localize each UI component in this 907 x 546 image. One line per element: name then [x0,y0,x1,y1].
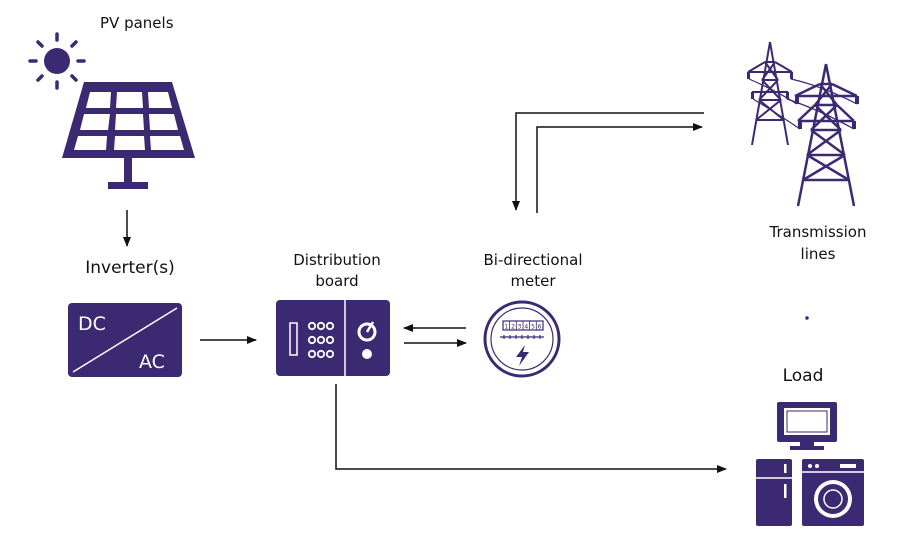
meter-digit: 5 [531,324,535,331]
washing-machine-icon [802,459,864,526]
dot-marker [805,316,809,320]
meter-digit: 1 [504,324,508,331]
sun-icon [28,32,86,90]
distribution-board-icon [276,300,390,376]
arrow-grid-to-meter [512,112,704,211]
meter-digit: 2 [511,324,515,331]
transmission-label-line1: Transmission [769,223,867,241]
arrow-board-to-load [335,384,727,473]
meter-label-line1: Bi-directional [483,251,583,269]
meter-digit: 3 [518,324,522,331]
meter-icon: 1 2 3 4 5 6 [483,300,561,378]
meter-label-line2: meter [510,272,556,290]
inverter-ac-text: AC [139,351,165,373]
inverter-dc-text: DC [78,313,106,335]
distribution-board-label-line2: board [315,272,359,290]
load-label: Load [782,366,824,386]
inverter-label: Inverter(s) [85,258,175,278]
meter-digit: 6 [538,324,542,331]
inverter-icon: DC AC [68,303,182,377]
transmission-tower-icon [747,41,859,207]
solar-panel-icon [62,82,195,189]
transmission-label-line2: lines [800,245,836,263]
distribution-board-label-line1: Distribution [293,251,381,269]
arrow-meter-to-grid [536,123,703,213]
tv-icon [777,402,837,450]
pv-panels-label: PV panels [100,14,174,32]
fridge-icon [756,459,792,526]
meter-digit: 4 [524,324,528,331]
